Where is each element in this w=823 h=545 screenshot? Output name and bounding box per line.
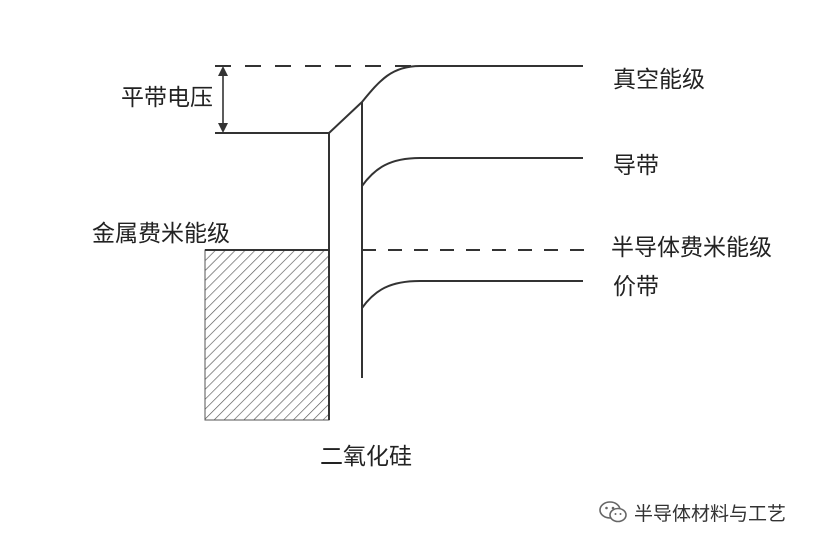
flatband-voltage-label: 平带电压 [121, 85, 213, 111]
watermark: 半导体材料与工艺 [598, 497, 786, 527]
metal-block [204, 249, 330, 421]
valence-band-line [361, 280, 583, 309]
metal-fermi-level-label: 金属费米能级 [92, 221, 230, 247]
flatband-arrow-head-top [218, 66, 228, 76]
silicon-dioxide-label: 二氧化硅 [320, 444, 412, 470]
conduction-band-line [361, 157, 583, 187]
wechat-icon [599, 501, 627, 523]
oxide-vacuum-slope [328, 101, 363, 134]
semiconductor-fermi-level-label: 半导体费米能级 [611, 235, 772, 261]
watermark-text: 半导体材料与工艺 [634, 502, 787, 525]
conduction-band-label: 导带 [613, 153, 659, 179]
flatband-arrow-head-bottom [218, 123, 228, 133]
semiconductor-vacuum-level [361, 65, 583, 103]
vacuum-level-label: 真空能级 [613, 67, 705, 93]
valence-band-label: 价带 [613, 274, 659, 300]
